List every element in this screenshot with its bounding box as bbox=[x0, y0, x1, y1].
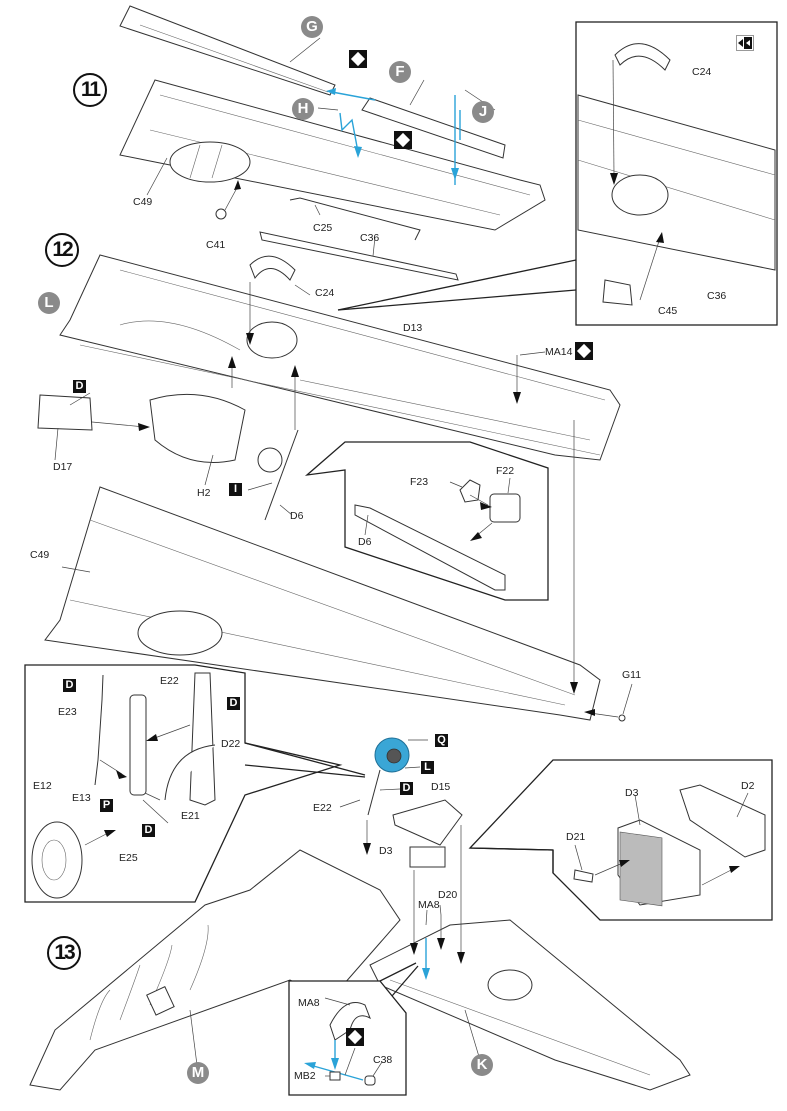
label-c24-detail: C24 bbox=[692, 66, 712, 78]
diamond-in-square-icon bbox=[394, 131, 412, 149]
part-mb2 bbox=[329, 1071, 341, 1081]
diamond-in-square-icon bbox=[346, 1028, 364, 1046]
label-d3: D3 bbox=[379, 845, 393, 857]
sprue-marker-q: Q bbox=[435, 734, 448, 747]
part-f22 bbox=[489, 493, 521, 523]
label-e22: E22 bbox=[313, 802, 332, 814]
label-d20: D20 bbox=[438, 889, 458, 901]
label-h2: H2 bbox=[197, 487, 211, 499]
label-c36-step11: C36 bbox=[360, 232, 380, 244]
part-c24-step12 bbox=[249, 255, 296, 281]
part-h2 bbox=[149, 393, 246, 463]
sprue-marker-d-e22: D bbox=[400, 782, 413, 795]
label-d21: D21 bbox=[566, 831, 586, 843]
part-c45 bbox=[602, 279, 633, 306]
part-e22-strut bbox=[129, 694, 147, 796]
detail-box-step12 bbox=[304, 441, 549, 601]
part-e12-wheel bbox=[31, 821, 83, 899]
part-f22-drum bbox=[257, 447, 283, 473]
label-d13: D13 bbox=[403, 322, 423, 334]
sprue-marker-k: K bbox=[471, 1054, 493, 1076]
part-c41 bbox=[215, 208, 227, 220]
label-d15: D15 bbox=[431, 781, 451, 793]
part-f23 bbox=[459, 479, 481, 503]
label-mb2: MB2 bbox=[294, 1070, 316, 1082]
label-e21: E21 bbox=[181, 810, 200, 822]
detail-box-landing-gear bbox=[24, 664, 343, 903]
wing-lower-c49-step12 bbox=[44, 486, 601, 721]
sprue-marker-h: H bbox=[292, 98, 314, 120]
label-e22-detail: E22 bbox=[160, 675, 179, 687]
part-d3-small bbox=[409, 846, 446, 868]
wing-k bbox=[369, 919, 691, 1091]
sprue-marker-l: L bbox=[38, 292, 60, 314]
label-e23: E23 bbox=[58, 706, 77, 718]
wing-upper-d13 bbox=[59, 254, 621, 461]
part-e23 bbox=[94, 674, 104, 786]
wing-lower-c49-step11 bbox=[119, 79, 546, 231]
fuselage bbox=[29, 849, 401, 1091]
sprue-marker-j: J bbox=[472, 101, 494, 123]
label-c24-step12: C24 bbox=[315, 287, 335, 299]
part-g11 bbox=[618, 714, 626, 722]
flip-arrow-icon bbox=[738, 37, 752, 49]
label-e13: E13 bbox=[72, 792, 91, 804]
label-e12: E12 bbox=[33, 780, 52, 792]
label-ma8-detail: MA8 bbox=[298, 997, 320, 1009]
label-c36-detail: C36 bbox=[707, 290, 727, 302]
sprue-marker-m: M bbox=[187, 1062, 209, 1084]
sprue-marker-p: P bbox=[100, 799, 113, 812]
label-d17: D17 bbox=[53, 461, 73, 473]
label-d6-detail: D6 bbox=[358, 536, 372, 548]
part-c38 bbox=[364, 1075, 376, 1086]
label-c49-step12: C49 bbox=[30, 549, 50, 561]
part-d15 bbox=[392, 799, 463, 846]
label-d3-detail: D3 bbox=[625, 787, 639, 799]
rod-c36 bbox=[259, 231, 459, 281]
label-ma8: MA8 bbox=[418, 899, 440, 911]
label-c49-step11: C49 bbox=[133, 196, 153, 208]
wheel-well bbox=[169, 141, 251, 183]
label-d22: D22 bbox=[221, 738, 241, 750]
sprue-marker-l-black: L bbox=[421, 761, 434, 774]
label-c38: C38 bbox=[373, 1054, 393, 1066]
label-d2: D2 bbox=[741, 780, 755, 792]
sprue-marker-f: F bbox=[389, 61, 411, 83]
label-c25: C25 bbox=[313, 222, 333, 234]
part-d2 bbox=[679, 784, 766, 858]
label-e25: E25 bbox=[119, 852, 138, 864]
sprue-marker-d-e25: D bbox=[142, 824, 155, 837]
step-number-13: 13 bbox=[47, 936, 81, 970]
label-g11: G11 bbox=[622, 669, 642, 681]
part-d22 bbox=[189, 672, 216, 806]
part-ma8-detail bbox=[329, 1002, 371, 1041]
sprue-marker-d-d17: D bbox=[73, 380, 86, 393]
flap-part-g bbox=[119, 5, 336, 96]
step-number-12: 12 bbox=[45, 233, 79, 267]
sprue-marker-d-e23: D bbox=[63, 679, 76, 692]
label-c41: C41 bbox=[206, 239, 226, 251]
part-d6-detail bbox=[354, 504, 506, 591]
part-d17 bbox=[37, 394, 93, 431]
rod-c25 bbox=[289, 197, 421, 241]
diamond-in-square-icon bbox=[349, 50, 367, 68]
part-c24-detail bbox=[614, 43, 671, 71]
label-f22: F22 bbox=[496, 465, 515, 477]
diamond-in-square-icon bbox=[575, 342, 593, 360]
sprue-marker-d-d22: D bbox=[227, 697, 240, 710]
part-d21 bbox=[573, 869, 594, 883]
label-c45: C45 bbox=[658, 305, 678, 317]
step-number-11: 11 bbox=[73, 73, 107, 107]
sprue-marker-i: I bbox=[229, 483, 242, 496]
label-d6-step12: D6 bbox=[290, 510, 304, 522]
label-ma14: MA14 bbox=[545, 346, 573, 358]
label-f23: F23 bbox=[410, 476, 429, 488]
sprue-marker-g: G bbox=[301, 16, 323, 38]
flip-view-icon bbox=[736, 35, 754, 51]
